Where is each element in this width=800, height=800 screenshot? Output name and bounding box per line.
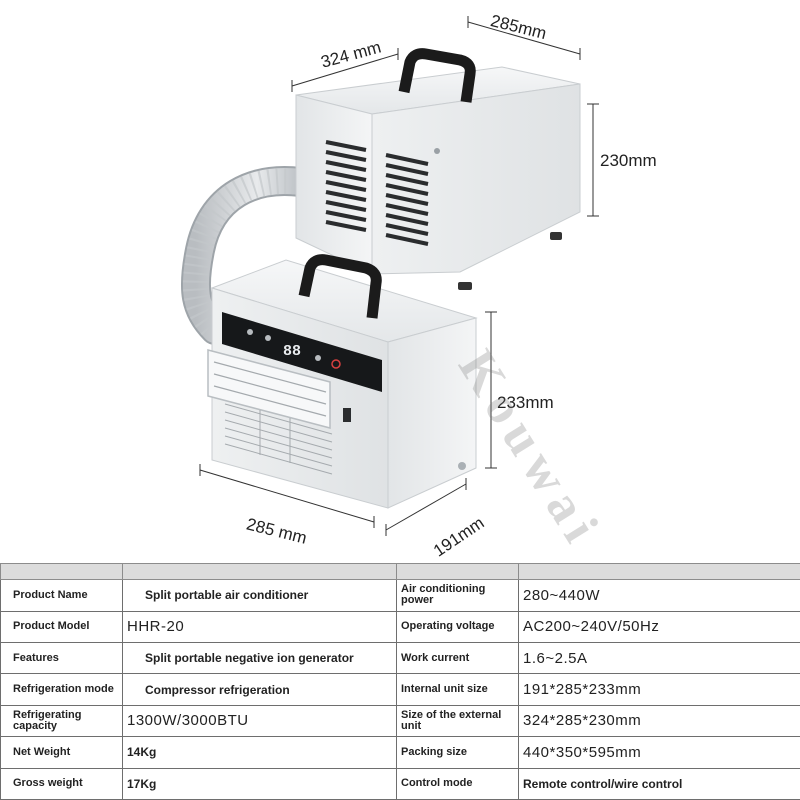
spec-value: 1300W/3000BTU	[122, 704, 397, 738]
connecting-hose	[180, 166, 333, 345]
table-row: Product Name Split portable air conditio…	[0, 579, 800, 612]
outdoor-depth-label: 324 mm	[319, 38, 383, 72]
indoor-handle	[298, 254, 382, 319]
dimension-lines	[199, 16, 599, 536]
indoor-unit: 88	[207, 254, 478, 509]
spec-value: 440*350*595mm	[518, 736, 800, 769]
air-outlet-louver	[207, 349, 331, 429]
spec-label: Internal unit size	[396, 673, 519, 706]
spec-label: Refrigeration mode	[0, 673, 123, 706]
spec-value: Compressor refrigeration	[122, 673, 397, 706]
indoor-width-label: 285 mm	[245, 514, 309, 547]
indoor-height-label: 233mm	[497, 393, 554, 412]
spec-value: HHR-20	[122, 610, 397, 644]
spec-value: 17Kg	[122, 767, 397, 800]
table-row: Features Split portable negative ion gen…	[0, 642, 800, 675]
outdoor-vent-left	[325, 140, 367, 232]
spec-label: Product Name	[0, 579, 123, 612]
spec-label: Features	[0, 642, 123, 675]
spec-label: Size of the external unit	[396, 704, 519, 738]
product-photo: 88	[180, 11, 657, 560]
spec-value: 191*285*233mm	[518, 673, 800, 706]
table-row: Refrigerating capacity 1300W/3000BTU Siz…	[0, 704, 800, 738]
outdoor-height-label: 230mm	[600, 151, 657, 170]
spec-value: 14Kg	[122, 736, 397, 769]
temperature-display: 88	[283, 343, 301, 360]
spec-value: Remote control/wire control	[518, 767, 800, 800]
spec-label: Product Model	[0, 610, 123, 644]
outdoor-handle	[398, 48, 476, 103]
spec-value: 1.6~2.5A	[518, 642, 800, 675]
spec-value: Split portable air conditioner	[122, 579, 397, 612]
table-row: Product Model HHR-20 Operating voltage A…	[0, 610, 800, 644]
outdoor-width-label: 285mm	[489, 11, 549, 43]
control-panel: 88	[222, 312, 382, 392]
spec-label: Control mode	[396, 767, 519, 800]
indoor-depth-label: 191mm	[430, 513, 488, 560]
table-row: Net Weight 14Kg Packing size 440*350*595…	[0, 736, 800, 769]
spec-value: Split portable negative ion generator	[122, 642, 397, 675]
table-row: Gross weight 17Kg Control mode Remote co…	[0, 767, 800, 800]
spec-label: Gross weight	[0, 767, 123, 800]
spec-label: Net Weight	[0, 736, 123, 769]
table-row: Refrigeration mode Compressor refrigerat…	[0, 673, 800, 706]
spec-label: Packing size	[396, 736, 519, 769]
spec-label: Operating voltage	[396, 610, 519, 644]
spec-label: Air conditioning power	[396, 579, 519, 612]
spec-value: 324*285*230mm	[518, 704, 800, 738]
air-inlet-grille	[224, 403, 333, 475]
outdoor-vent-right	[385, 153, 429, 246]
table-header-bar	[0, 562, 800, 581]
spec-value: 280~440W	[518, 579, 800, 612]
spec-label: Refrigerating capacity	[0, 704, 123, 738]
spec-table: Product Name Split portable air conditio…	[0, 562, 800, 800]
spec-label: Work current	[396, 642, 519, 675]
spec-value: AC200~240V/50Hz	[518, 610, 800, 644]
outdoor-unit	[295, 48, 581, 290]
